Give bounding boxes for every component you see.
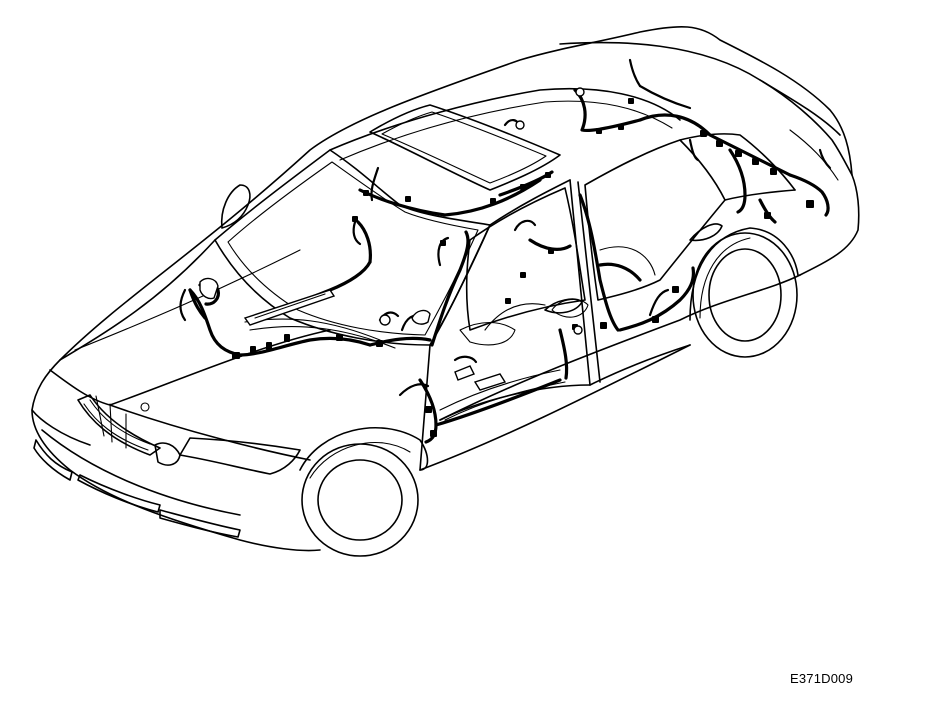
figure-code: E371D009 bbox=[790, 671, 854, 686]
electrical-modules bbox=[199, 87, 585, 391]
front-wheel bbox=[299, 427, 429, 557]
car-body-outline bbox=[31, 25, 860, 552]
front-grille bbox=[77, 394, 181, 466]
side-windows bbox=[329, 87, 796, 386]
rear-wheel bbox=[689, 227, 799, 358]
doors bbox=[419, 223, 723, 471]
sunroof bbox=[369, 104, 561, 191]
fog-lights bbox=[77, 474, 241, 538]
side-mirror bbox=[220, 184, 251, 229]
front-turn-signal bbox=[33, 439, 73, 481]
headlight-right bbox=[179, 437, 301, 475]
harness-connectors bbox=[232, 98, 814, 437]
